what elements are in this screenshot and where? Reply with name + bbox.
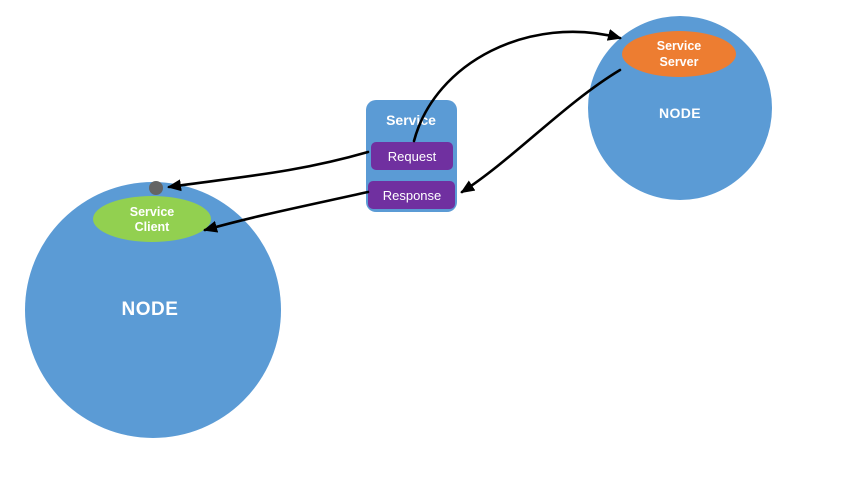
service-server-label-line2: Server <box>660 55 699 69</box>
service-server-label-line1: Service <box>657 39 702 53</box>
request-to-client-arrow <box>167 150 370 192</box>
request-to-server-arrow <box>412 29 622 143</box>
service-client-label-line2: Client <box>135 220 171 234</box>
response-box <box>368 181 455 209</box>
right-node-label: NODE <box>659 105 701 121</box>
request-box-label: Request <box>388 149 437 164</box>
left-node-circle <box>25 182 281 438</box>
service-server-ellipse <box>622 31 736 77</box>
service-client-label-line1: Service <box>130 205 175 219</box>
response-to-client-arrow <box>203 190 370 233</box>
server-to-response-arrow <box>460 68 622 194</box>
left-node-label: NODE <box>122 299 179 320</box>
connection-dot <box>149 181 163 195</box>
service-box-title: Service <box>386 112 436 128</box>
service-client-ellipse <box>93 196 211 242</box>
request-box <box>371 142 453 170</box>
response-box-label: Response <box>383 188 442 203</box>
